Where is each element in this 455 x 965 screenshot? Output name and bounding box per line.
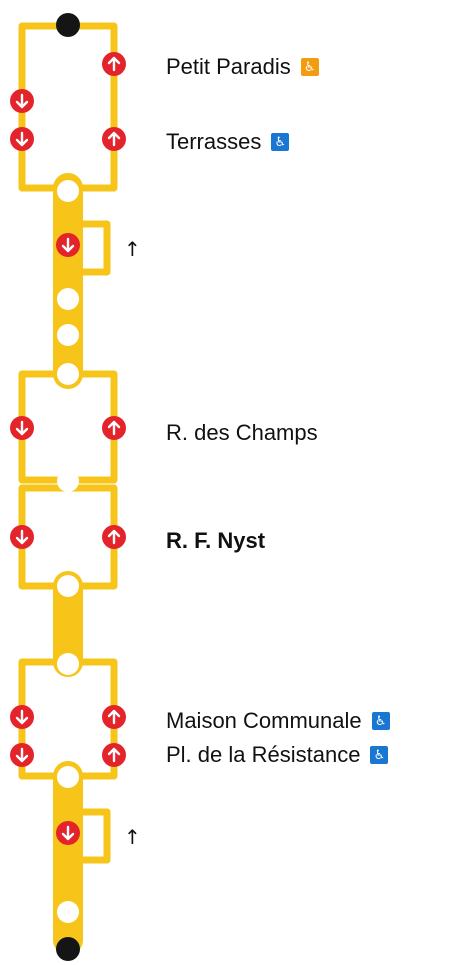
- stop-label-r-des-champs[interactable]: R. des Champs: [166, 422, 318, 444]
- route-loop-nyst: [18, 484, 118, 590]
- route-loop-top: [18, 22, 118, 192]
- stop-label-terrasses[interactable]: Terrasses ♿: [166, 129, 290, 154]
- down-arrow-icon: [56, 233, 80, 257]
- stop-name: R. des Champs: [166, 420, 318, 445]
- terminus-dot-bottom: [56, 937, 80, 961]
- partially-accessible-icon: ♿: [300, 58, 319, 76]
- stop-label-r-f-nyst[interactable]: R. F. Nyst: [166, 530, 265, 552]
- route-loop-champs: [18, 370, 118, 484]
- stop-node: [57, 288, 79, 310]
- down-arrow-glyph: [15, 420, 29, 436]
- terminus-dot-top: [56, 13, 80, 37]
- stop-label-maison-communale[interactable]: Maison Communale ♿: [166, 710, 390, 732]
- stop-node: [57, 575, 79, 597]
- stop-node: [57, 180, 79, 202]
- direction-markers: [10, 52, 126, 845]
- down-arrow-icon: [10, 743, 34, 767]
- stop-node: [57, 470, 79, 492]
- up-arrow-glyph: [107, 56, 121, 72]
- up-arrow-glyph: [107, 420, 121, 436]
- route-oneway-loop-lower: [64, 808, 111, 864]
- up-arrow-icon: [102, 416, 126, 440]
- down-arrow-icon: [10, 89, 34, 113]
- terminus-markers: [56, 13, 80, 961]
- up-arrow-icon: [102, 743, 126, 767]
- stop-name: Maison Communale: [166, 708, 362, 733]
- up-arrow-glyph: [107, 709, 121, 725]
- down-arrow-glyph: [15, 529, 29, 545]
- down-arrow-glyph: [61, 237, 75, 253]
- down-arrow-glyph: [15, 709, 29, 725]
- down-arrow-icon: [10, 416, 34, 440]
- stop-node: [57, 363, 79, 385]
- down-arrow-icon: [56, 821, 80, 845]
- wheelchair-icon: ♿: [271, 133, 290, 151]
- stop-node: [57, 766, 79, 788]
- one-way-arrow-lower: ↑: [124, 825, 141, 849]
- down-arrow-glyph: [61, 825, 75, 841]
- up-arrow-glyph: [107, 529, 121, 545]
- wheelchair-icon: ♿: [370, 746, 389, 764]
- down-arrow-icon: [10, 525, 34, 549]
- one-way-arrow-upper: ↑: [124, 237, 141, 261]
- down-arrow-glyph: [15, 131, 29, 147]
- up-arrow-icon: [102, 127, 126, 151]
- route-loop-maison: [18, 658, 118, 780]
- down-arrow-icon: [10, 705, 34, 729]
- stop-node: [57, 324, 79, 346]
- up-arrow-glyph: [107, 131, 121, 147]
- stop-node: [57, 653, 79, 675]
- up-arrow-icon: [102, 525, 126, 549]
- up-arrow-icon: [102, 52, 126, 76]
- wheelchair-icon: ♿: [371, 712, 390, 730]
- stop-label-petit-paradis[interactable]: Petit Paradis ♿: [166, 56, 319, 78]
- stop-name: Petit Paradis: [166, 54, 291, 79]
- stop-label-pl-de-la-resistance[interactable]: Pl. de la Résistance ♿: [166, 742, 389, 767]
- stop-node: [57, 901, 79, 923]
- route-oneway-loop-upper: [64, 220, 111, 276]
- up-arrow-glyph: [107, 747, 121, 763]
- down-arrow-icon: [10, 127, 34, 151]
- stop-name: R. F. Nyst: [166, 528, 266, 553]
- stop-name: Pl. de la Résistance: [166, 742, 361, 767]
- stop-name: Terrasses: [166, 129, 262, 154]
- stop-nodes: [57, 180, 79, 923]
- down-arrow-glyph: [15, 747, 29, 763]
- down-arrow-glyph: [15, 93, 29, 109]
- up-arrow-icon: [102, 705, 126, 729]
